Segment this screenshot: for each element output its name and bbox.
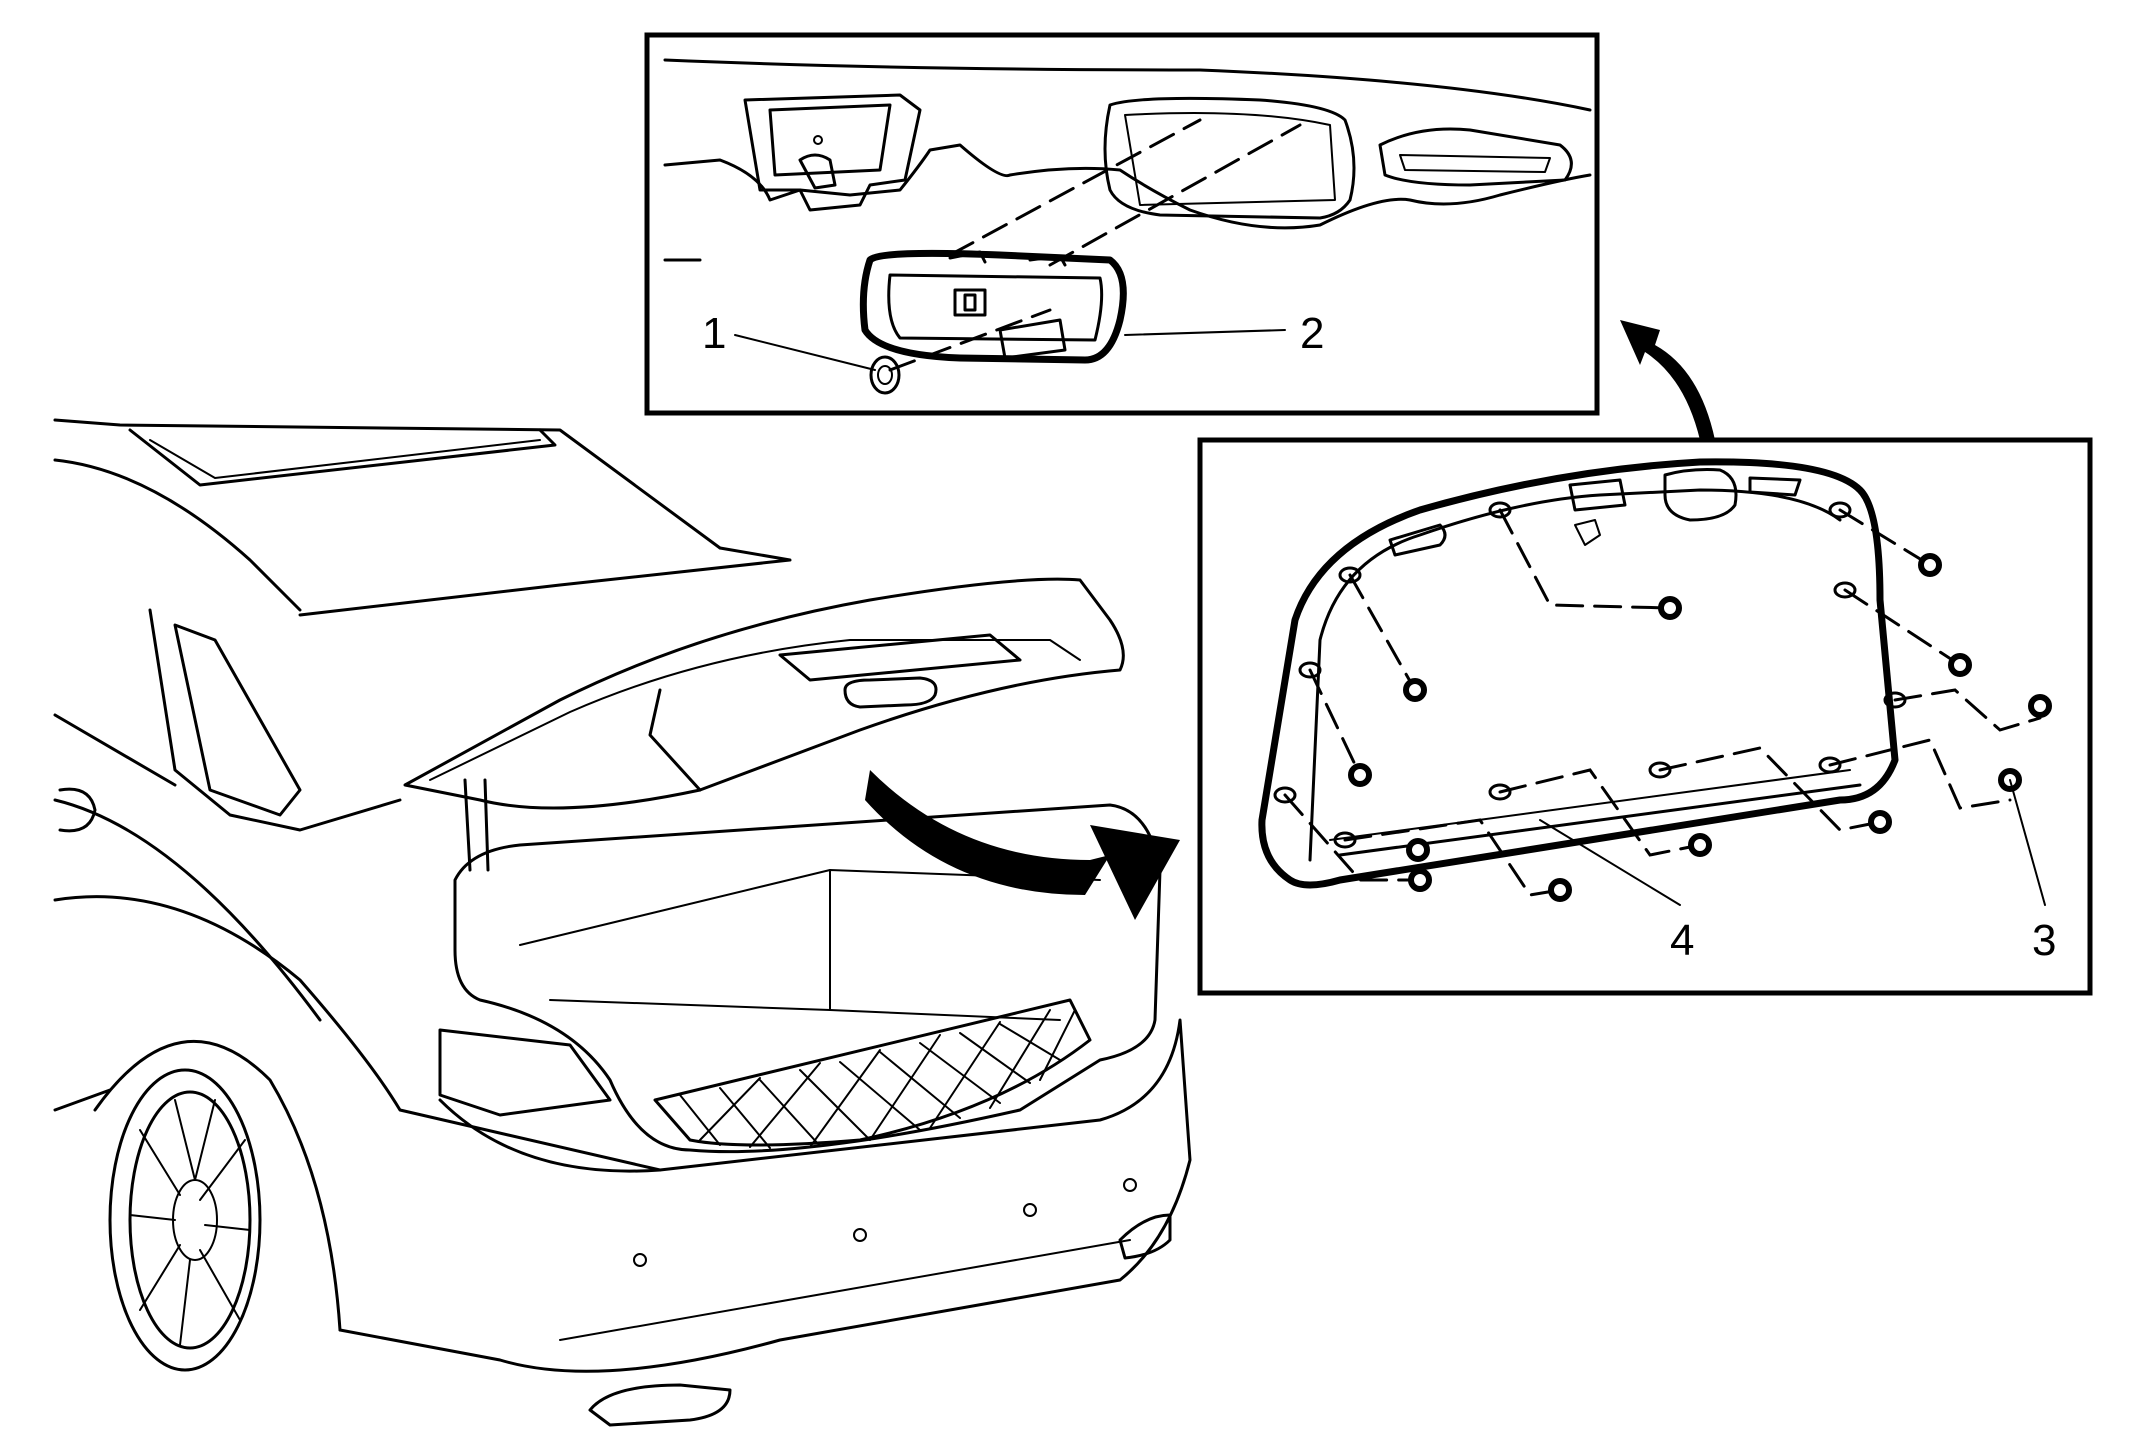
latch-housing xyxy=(743,93,922,212)
bumper-crease xyxy=(559,1239,1131,1341)
lid-strut xyxy=(463,778,490,872)
trim-opening-lamp xyxy=(1568,478,1627,512)
rear-bumper xyxy=(338,1018,1192,1373)
sensor-4 xyxy=(1123,1178,1137,1192)
trunk-lid-lamp-area xyxy=(778,633,1022,682)
door-lower-line xyxy=(53,798,322,1022)
handle-bezel xyxy=(859,249,1127,364)
lid-fold-edge xyxy=(648,688,702,792)
cargo-net xyxy=(653,998,1092,1149)
c-pillar xyxy=(148,608,402,832)
callout-3: 3 xyxy=(2032,916,2056,965)
lid-lamp-recess-inner xyxy=(1399,154,1551,173)
rear-window xyxy=(298,546,792,617)
lid-inner-top-edge xyxy=(663,58,1592,112)
leader-1 xyxy=(734,334,876,371)
roof-outline xyxy=(53,418,722,550)
roof-edge-left xyxy=(53,458,302,612)
tail-lamp xyxy=(438,1028,612,1117)
trim-opening-left xyxy=(1388,523,1447,557)
trunk-floor-front xyxy=(549,999,1061,1021)
trunk-lid-trim-panel xyxy=(1258,458,2052,906)
handle-bezel-detail xyxy=(663,58,1592,395)
lid-bezel-opening xyxy=(1103,96,1356,220)
retainer-line-i xyxy=(1843,588,1962,667)
lid-lamp-recess xyxy=(1378,127,1573,187)
removal-arrow xyxy=(865,770,1180,920)
rear-wheel xyxy=(108,1068,262,1372)
fuel-door xyxy=(58,787,97,833)
trim-opening-handle xyxy=(1663,468,1738,522)
trim-opening-right xyxy=(1748,476,1802,497)
callout-4: 4 xyxy=(1670,916,1694,965)
leader-4 xyxy=(1539,819,1681,906)
trunk-opening xyxy=(453,803,1162,1154)
trunk-lid-outer xyxy=(403,577,1125,810)
exhaust-tip-right xyxy=(1118,1213,1172,1260)
callout-1: 1 xyxy=(702,309,726,358)
bezel-fastener xyxy=(869,355,901,395)
sunroof-inner xyxy=(149,439,541,479)
retainer-line-f xyxy=(1658,746,1882,832)
lid-inner-contour xyxy=(663,143,1592,230)
retainer-line-a xyxy=(1348,573,1417,692)
retainer-line-j xyxy=(1838,508,1932,567)
retainer-line-b xyxy=(1308,668,1362,777)
bezel-align-line-2 xyxy=(1048,123,1302,267)
push-in-retainers xyxy=(1348,553,2052,902)
trunk-lid-handle xyxy=(843,676,938,709)
trunk-lid-inner xyxy=(429,639,1081,781)
leader-2 xyxy=(1124,329,1286,336)
sensor-2 xyxy=(853,1228,867,1242)
trim-lower-edge-2 xyxy=(1329,769,1851,841)
exhaust-tip-left xyxy=(588,1383,732,1427)
trim-panel-detail-box xyxy=(1197,437,2093,996)
retainer-line-d xyxy=(1343,818,1562,897)
panel-retainer-studs xyxy=(1273,501,1907,849)
rocker xyxy=(53,1088,112,1112)
door-edge xyxy=(53,713,177,787)
callout-2: 2 xyxy=(1300,309,1324,358)
quarter-window xyxy=(173,623,302,817)
sensor-3 xyxy=(1023,1203,1037,1217)
wheel-arch xyxy=(93,1039,342,1332)
trim-emblem xyxy=(1574,519,1601,546)
sensor-1 xyxy=(633,1253,647,1267)
body-side xyxy=(53,895,662,1172)
trim-panel-outline xyxy=(1258,458,1899,889)
sunroof-frame xyxy=(128,428,557,487)
vehicle-rear-view xyxy=(53,418,1192,1427)
retainer-line-e xyxy=(1498,768,1702,857)
retainer-line-h xyxy=(1893,688,2042,732)
bezel-align-line-1 xyxy=(948,118,1202,257)
retainer-line-c xyxy=(1283,793,1422,882)
leader-3 xyxy=(2009,779,2046,906)
detail-transition-arrow xyxy=(1620,320,1715,440)
lid-bezel-opening-inner xyxy=(1124,111,1336,206)
retainer-line-g xyxy=(1828,738,2012,810)
